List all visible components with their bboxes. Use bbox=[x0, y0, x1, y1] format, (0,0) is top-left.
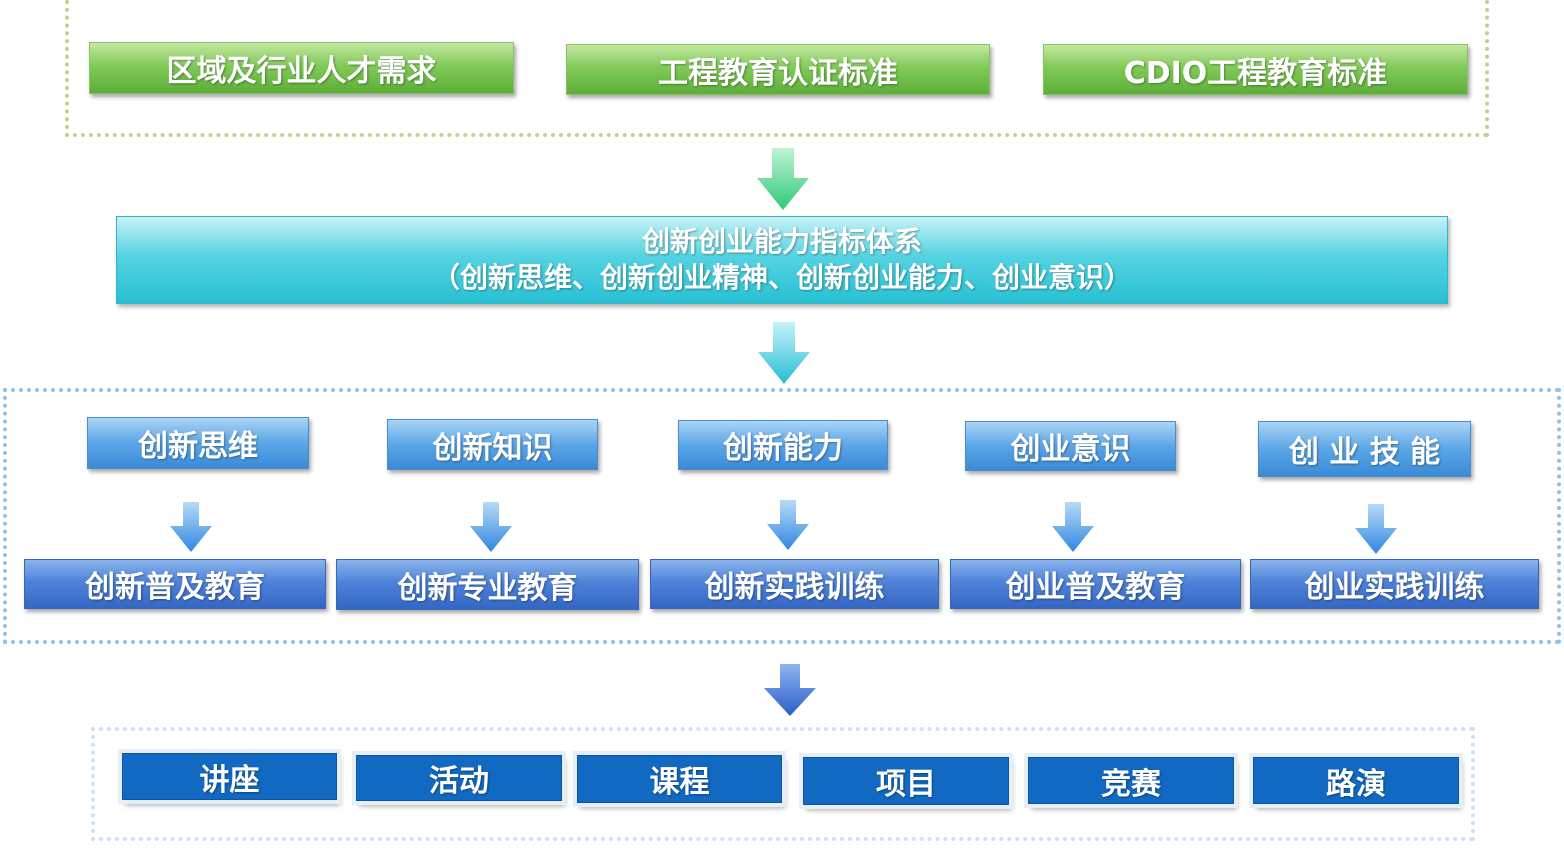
capability-label: 创业意识 bbox=[1010, 432, 1131, 467]
activity-box-roadshow: 路演 bbox=[1253, 757, 1459, 804]
activities-group-frame bbox=[91, 727, 1475, 841]
requirement-label: 区域及行业人才需求 bbox=[166, 54, 437, 89]
activity-box-event: 活动 bbox=[356, 755, 562, 801]
activity-box-project: 项目 bbox=[803, 757, 1009, 805]
requirement-box-regional-talent: 区域及行业人才需求 bbox=[89, 42, 514, 94]
education-box-entrepreneurship-popularization: 创业普及教育 bbox=[950, 559, 1241, 609]
capability-box-innovative-thinking: 创新思维 bbox=[87, 417, 309, 469]
education-label: 创业实践训练 bbox=[1304, 570, 1485, 605]
capability-box-entrepreneurial-awareness: 创业意识 bbox=[965, 421, 1176, 471]
education-box-innovation-professional: 创新专业教育 bbox=[336, 559, 639, 610]
activity-label: 路演 bbox=[1326, 766, 1386, 802]
capability-box-entrepreneurial-skills: 创 业 技 能 bbox=[1258, 421, 1471, 477]
down-arrow-icon bbox=[758, 322, 810, 384]
requirement-label: 工程教育认证标准 bbox=[658, 55, 898, 91]
capability-label: 创新思维 bbox=[138, 429, 258, 464]
education-label: 创业普及教育 bbox=[1005, 570, 1186, 605]
down-arrow-icon bbox=[1355, 504, 1397, 554]
activity-label: 竞赛 bbox=[1101, 766, 1161, 802]
index-system-subtitle: （创新思维、创新创业精神、创新创业能力、创业意识） bbox=[431, 261, 1132, 294]
capability-education-group-frame bbox=[3, 388, 1561, 644]
education-label: 创新专业教育 bbox=[397, 570, 578, 606]
education-label: 创新实践训练 bbox=[704, 570, 885, 605]
index-system-title: 创新创业能力指标体系 bbox=[641, 225, 922, 258]
capability-label: 创 业 技 能 bbox=[1288, 435, 1441, 470]
index-system-box: 创新创业能力指标体系 （创新思维、创新创业精神、创新创业能力、创业意识） bbox=[116, 216, 1448, 304]
activity-box-course: 课程 bbox=[577, 755, 782, 803]
activity-label: 项目 bbox=[876, 767, 936, 802]
activity-label: 讲座 bbox=[199, 762, 260, 798]
down-arrow-icon bbox=[767, 500, 809, 550]
requirement-box-cdio-standard: CDIO工程教育标准 bbox=[1043, 44, 1468, 95]
activity-label: 课程 bbox=[649, 765, 710, 800]
capability-box-innovative-knowledge: 创新知识 bbox=[387, 419, 598, 470]
activity-box-lecture: 讲座 bbox=[122, 753, 337, 800]
requirement-label: CDIO工程教育标准 bbox=[1123, 55, 1388, 91]
activity-box-competition: 竞赛 bbox=[1028, 757, 1234, 804]
down-arrow-icon bbox=[1052, 502, 1094, 552]
down-arrow-icon bbox=[170, 502, 212, 552]
education-label: 创新普及教育 bbox=[85, 570, 265, 605]
down-arrow-icon bbox=[764, 664, 816, 716]
requirement-box-engineering-certification: 工程教育认证标准 bbox=[566, 44, 990, 95]
capability-label: 创新知识 bbox=[432, 430, 553, 466]
capability-label: 创新能力 bbox=[723, 431, 843, 466]
down-arrow-icon bbox=[757, 148, 809, 210]
education-box-entrepreneurship-practice: 创业实践训练 bbox=[1250, 559, 1539, 609]
requirements-group-frame bbox=[65, 0, 1489, 137]
education-box-innovation-practice: 创新实践训练 bbox=[650, 559, 939, 609]
activity-label: 活动 bbox=[429, 764, 489, 799]
education-box-innovation-popularization: 创新普及教育 bbox=[24, 559, 326, 609]
down-arrow-icon bbox=[470, 502, 512, 552]
capability-box-innovative-ability: 创新能力 bbox=[678, 420, 888, 470]
